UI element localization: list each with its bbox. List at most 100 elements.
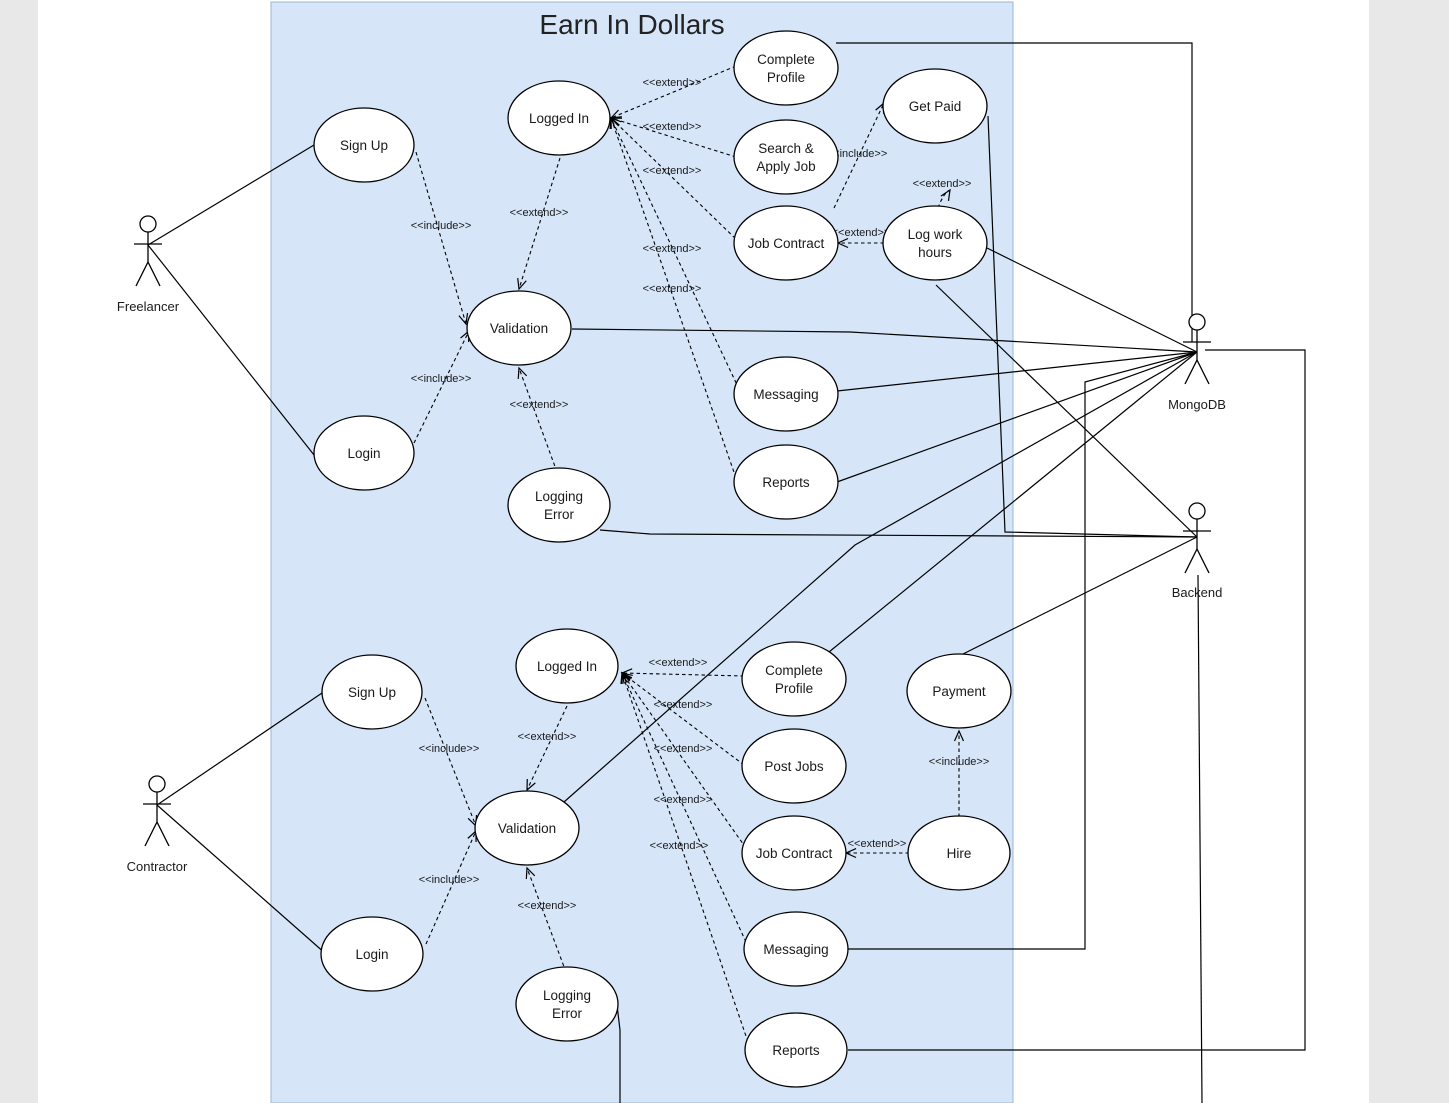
extend-label: <<extend>> — [643, 165, 702, 177]
extend-label: <<extend>> — [649, 657, 708, 669]
use-case-label: Validation — [498, 821, 556, 836]
actor-freelancer: Freelancer — [117, 215, 180, 314]
use-case-label: Job Contract — [756, 846, 833, 861]
extend-label: <<extend>> — [848, 838, 907, 850]
use-case-label: Error — [544, 507, 575, 522]
extend-label: <<extend>> — [643, 121, 702, 133]
arrowhead — [940, 188, 951, 201]
use-case-label: Hire — [947, 846, 972, 861]
arrowhead — [526, 778, 536, 792]
extend-label: <<extend>> — [510, 399, 569, 411]
use-case-f-log-hours: Log work hours — [882, 205, 988, 281]
use-case-c-job-contract: Job Contract — [741, 815, 847, 891]
actor-label: Contractor — [127, 859, 188, 874]
use-case-label: Logging — [535, 489, 583, 504]
arrowhead — [525, 866, 536, 880]
arrowhead — [458, 313, 469, 326]
use-case-f-messaging: Messaging — [733, 356, 839, 432]
use-case-label: Post Jobs — [764, 759, 824, 774]
extend-label: <<extend>> — [654, 699, 713, 711]
use-case-label: Reports — [762, 475, 810, 490]
include-label: <<include>> — [419, 874, 480, 886]
use-cases: Sign UpLoginValidationLoggingErrorLogged… — [313, 30, 1012, 1088]
use-case-label: Login — [347, 446, 380, 461]
relation-labels: <<include>> <<include>> <<extend>> <<extend… — [411, 77, 990, 912]
use-case-label: Profile — [767, 70, 805, 85]
actor-label: Freelancer — [117, 299, 180, 314]
use-case-c-post-jobs: Post Jobs — [741, 728, 847, 804]
use-case-label: Logging — [543, 988, 591, 1003]
use-case-label: Error — [552, 1006, 583, 1021]
extend-label: <<extend>> — [650, 840, 709, 852]
use-case-f-get-paid: Get Paid — [882, 68, 988, 144]
extend-label: <<extend>> — [654, 743, 713, 755]
use-case-label: Logged In — [529, 111, 589, 126]
use-case-f-validation: Validation — [466, 290, 572, 366]
extend-label: <<extend>> — [510, 207, 569, 219]
arrowheads — [458, 101, 965, 880]
use-case-label: Logged In — [537, 659, 597, 674]
use-case-label: Log work — [908, 227, 963, 242]
arrowhead — [517, 366, 528, 380]
extend-label: <<extend>> — [654, 794, 713, 806]
include-label: <<include>> — [929, 756, 990, 768]
use-case-label: Sign Up — [340, 138, 388, 153]
actor-backend: Backend — [1172, 502, 1222, 600]
use-case-f-signup: Sign Up — [313, 107, 415, 183]
use-case-label: Profile — [775, 681, 813, 696]
use-case-c-reports: Reports — [744, 1012, 848, 1088]
use-case-label: Reports — [772, 1043, 820, 1058]
arrowhead — [620, 671, 630, 685]
use-case-c-messaging: Messaging — [743, 911, 849, 987]
use-case-label: Get Paid — [909, 99, 962, 114]
arrowhead — [609, 116, 619, 130]
associations — [147, 42, 1306, 1103]
extend-label: <<extend>> — [643, 77, 702, 89]
use-case-c-signup: Sign Up — [321, 654, 423, 730]
extend-label: <<extend>> — [832, 227, 891, 239]
use-case-label: Messaging — [753, 387, 818, 402]
use-case-c-login: Login — [320, 916, 424, 992]
use-case-label: Apply Job — [756, 159, 815, 174]
diagram-title: Earn In Dollars — [539, 9, 724, 40]
use-case-label: Search & — [758, 141, 814, 156]
use-case-c-logged-in: Logged In — [515, 628, 619, 704]
extend-label: <<extend>> — [518, 731, 577, 743]
use-case-f-logged-in: Logged In — [507, 80, 611, 156]
actor-label: MongoDB — [1168, 397, 1226, 412]
arrowhead — [953, 729, 965, 742]
use-case-f-login: Login — [313, 415, 415, 491]
include-label: <<include>> — [419, 743, 480, 755]
include-label: <<include>> — [411, 373, 472, 385]
extend-label: <<extend>> — [643, 243, 702, 255]
use-case-label: hours — [918, 245, 952, 260]
use-case-c-payment: Payment — [906, 653, 1012, 729]
use-case-label: Messaging — [763, 942, 828, 957]
extend-label: <<extend>> — [518, 900, 577, 912]
use-case-label: Complete — [765, 663, 823, 678]
use-case-label: Complete — [757, 52, 815, 67]
use-case-label: Sign Up — [348, 685, 396, 700]
dependency-relations — [413, 65, 960, 1043]
use-case-f-search-apply: Search & Apply Job — [733, 119, 839, 195]
use-case-label: Payment — [932, 684, 986, 699]
include-label: <<include>> — [827, 148, 888, 160]
actor-mongodb: MongoDB — [1168, 313, 1226, 412]
use-case-label: Job Contract — [748, 236, 825, 251]
extend-label: <<extend>> — [643, 283, 702, 295]
use-case-c-validation: Validation — [474, 790, 580, 866]
use-case-c-hire: Hire — [907, 815, 1011, 891]
extend-label: <<extend>> — [913, 178, 972, 190]
arrowhead — [517, 278, 527, 291]
include-label: <<include>> — [411, 220, 472, 232]
use-case-label: Validation — [490, 321, 548, 336]
use-case-label: Login — [355, 947, 388, 962]
system-boundary — [270, 1, 1014, 1103]
actor-contractor: Contractor — [127, 775, 188, 874]
